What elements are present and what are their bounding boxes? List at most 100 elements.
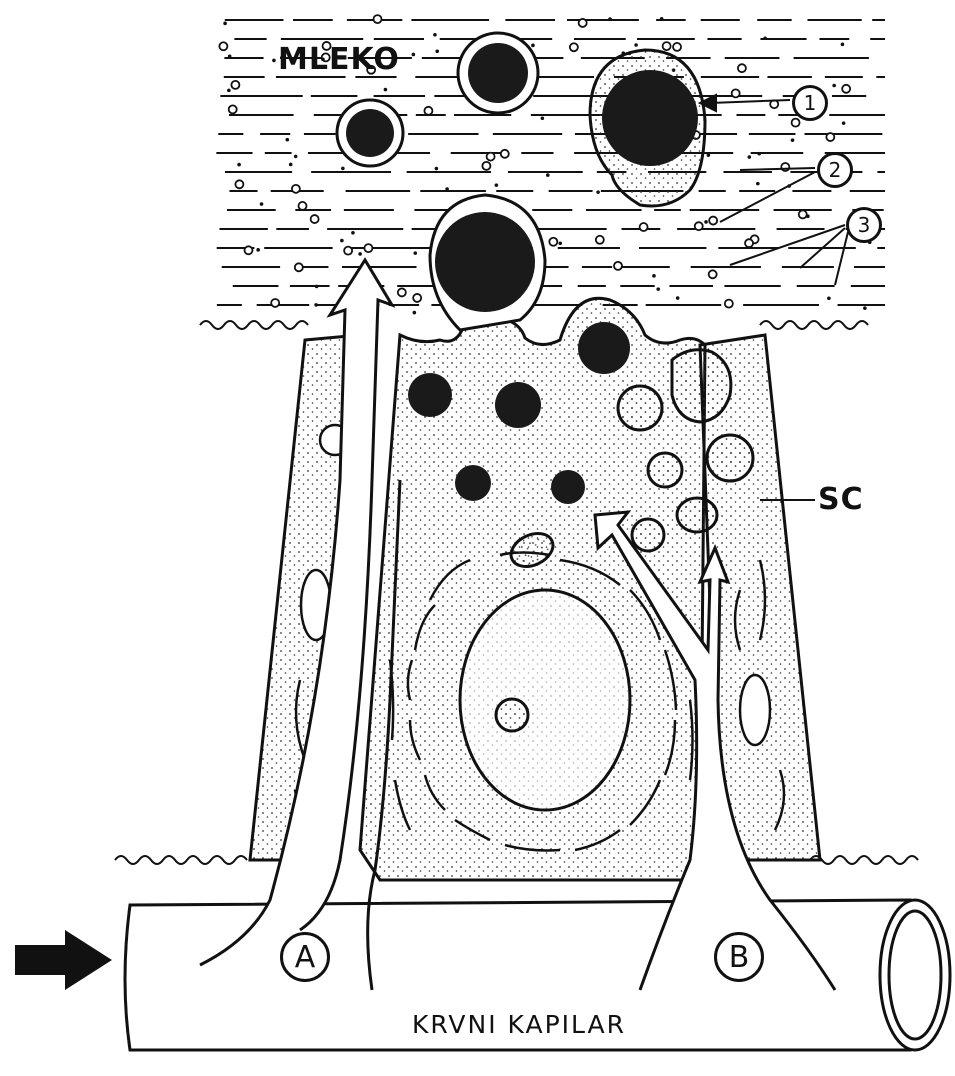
path-a-label: A: [280, 932, 330, 982]
milk-droplet: [237, 163, 241, 167]
milk-droplet: [656, 287, 660, 291]
nucleolus: [496, 699, 528, 731]
milk-droplet: [792, 119, 800, 127]
milk-droplet: [738, 64, 746, 72]
capillary-label: KRVNI KAPILAR: [412, 1010, 626, 1039]
milk-droplet: [546, 173, 550, 177]
milk-droplet: [826, 133, 834, 141]
milk-droplet: [295, 263, 303, 271]
milk-droplet: [709, 270, 717, 278]
milk-droplet: [531, 44, 535, 48]
milk-droplet: [640, 223, 648, 231]
milk-droplet: [608, 17, 612, 21]
callout-3: 3: [846, 207, 882, 243]
milk-droplet: [541, 116, 545, 120]
milk-droplet: [285, 138, 289, 142]
callout-1: 1: [792, 85, 828, 121]
milk-droplet: [763, 36, 767, 40]
milk-droplet: [314, 303, 318, 307]
milk-droplet: [445, 187, 449, 191]
milk-droplet: [228, 55, 232, 59]
milk-droplet: [570, 43, 578, 51]
milk-droplet: [435, 49, 439, 53]
milk-droplet: [435, 167, 439, 171]
milk-droplet: [227, 89, 231, 93]
milk-droplet: [235, 180, 243, 188]
milk-droplet: [725, 300, 733, 308]
milk-label: MLEKO: [278, 42, 400, 77]
milk-droplet: [501, 150, 509, 158]
milk-droplet: [433, 33, 437, 37]
apical-membrane-left: [200, 321, 308, 329]
milk-droplet: [272, 59, 276, 63]
milk-droplet: [842, 85, 850, 93]
milk-droplet: [398, 288, 406, 296]
milk-droplet: [791, 138, 795, 142]
milk-droplet: [732, 89, 740, 97]
milk-droplet: [256, 248, 260, 252]
milk-droplet: [344, 247, 352, 255]
milk-droplet: [340, 239, 344, 243]
milk-droplet: [271, 299, 279, 307]
milk-droplet: [351, 231, 355, 235]
milk-droplet: [842, 121, 846, 125]
milk-droplet: [294, 155, 298, 159]
milk-droplet: [223, 22, 227, 26]
milk-droplet: [827, 296, 831, 300]
milk-droplet: [341, 167, 345, 171]
milk-droplet: [413, 311, 417, 315]
sc-label: SC: [818, 482, 864, 517]
milk-droplet: [384, 88, 388, 92]
milk-droplet: [663, 42, 671, 50]
milk-droplet: [841, 43, 845, 47]
milk-droplet: [482, 162, 490, 170]
milk-droplet: [424, 107, 432, 115]
milk-droplet: [549, 238, 557, 246]
milk-droplet: [756, 182, 760, 186]
milk-droplet: [298, 202, 306, 210]
milk-droplet: [244, 246, 252, 254]
basal-membrane-left: [115, 856, 247, 864]
milk-droplet: [358, 252, 362, 256]
milk-droplet: [757, 152, 761, 156]
milk-droplet: [413, 251, 417, 255]
milk-droplet: [311, 215, 319, 223]
milk-droplet: [231, 81, 239, 89]
blood-flow-arrow: [15, 930, 112, 990]
milk-droplet: [487, 153, 495, 161]
milk-droplet: [748, 155, 752, 159]
milk-droplet: [704, 220, 708, 224]
milk-droplet: [695, 222, 703, 230]
milk-droplet: [634, 43, 638, 47]
apical-membrane-right: [760, 321, 868, 329]
milk-droplet: [614, 262, 622, 270]
milk-droplet: [289, 163, 293, 167]
milk-droplet: [315, 285, 319, 289]
milk-droplet: [745, 239, 753, 247]
milk-droplet: [412, 53, 416, 57]
callout-2: 2: [817, 152, 853, 188]
milk-droplet: [579, 19, 587, 27]
milk-droplet: [495, 183, 499, 187]
milk-droplet: [292, 185, 300, 193]
milk-droplet: [374, 15, 382, 23]
milk-droplet: [707, 153, 711, 157]
milk-droplet: [260, 202, 264, 206]
milk-droplet: [660, 17, 664, 21]
milk-droplet: [709, 217, 717, 225]
milk-droplet: [652, 274, 656, 278]
milk-droplet: [229, 105, 237, 113]
milk-droplet: [413, 294, 421, 302]
milk-droplet: [219, 42, 227, 50]
milk-droplet: [558, 241, 562, 245]
milk-droplet: [676, 296, 680, 300]
path-b-label: B: [714, 932, 764, 982]
milk-droplet: [799, 210, 807, 218]
milk-droplet: [673, 43, 681, 51]
milk-droplet: [596, 236, 604, 244]
nucleus: [460, 590, 630, 810]
milk-droplet: [596, 190, 600, 194]
milk-droplet: [863, 306, 867, 310]
basal-membrane-right: [810, 856, 918, 864]
